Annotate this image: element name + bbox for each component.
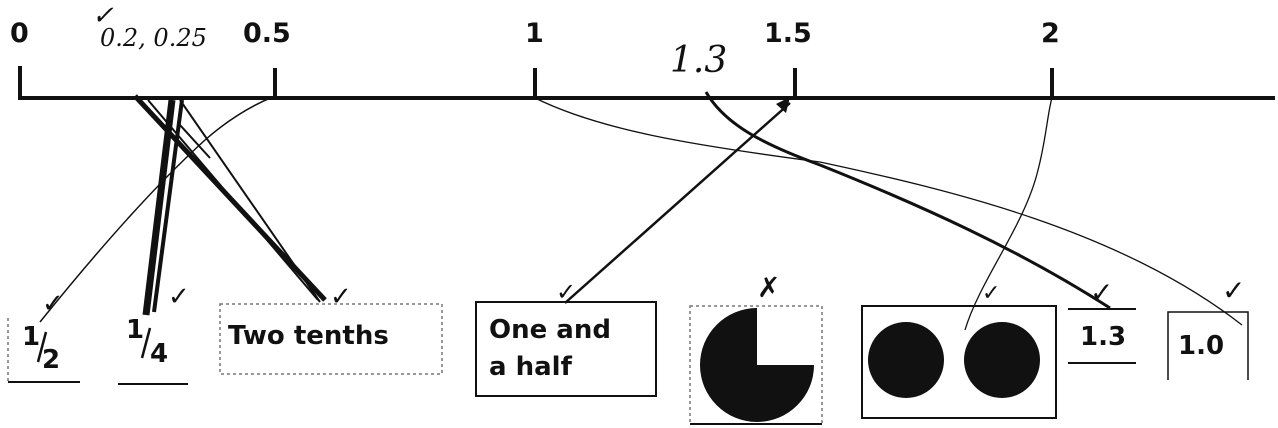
card-one-quarter: 1 4 — [118, 315, 188, 385]
circle-left — [868, 322, 944, 398]
tick-label-2: 2 — [1041, 18, 1060, 49]
card-decimal-1-3: 1.3 — [1068, 308, 1136, 364]
pie-three-quarters-shape — [700, 308, 814, 422]
handwritten-1-3: 1.3 — [670, 40, 727, 81]
card-border — [475, 301, 657, 397]
check-mark-one-half: ✓ — [556, 278, 576, 306]
card-decimal-1-0: 1.0 — [1167, 311, 1249, 380]
card-text-line-1: One and — [489, 315, 611, 345]
card-two-tenths: Two tenths — [219, 303, 443, 375]
card-text-1-0: 1.0 — [1178, 331, 1224, 361]
card-pie-three-quarters — [689, 305, 823, 425]
handwritten-check-top: ✓ — [92, 1, 114, 31]
card-border — [1167, 311, 1249, 380]
connector-quarter-a — [142, 99, 176, 316]
arrowhead-1-5 — [776, 97, 790, 113]
check-mark-half: ✓ — [42, 289, 64, 319]
check-mark-quarter: ✓ — [168, 282, 190, 312]
fraction-numerator: 1 — [126, 315, 144, 345]
connector-lines — [39, 91, 1243, 331]
fraction-slash — [36, 331, 48, 363]
connector-cross-mark — [179, 124, 211, 159]
connector-1-0 — [534, 97, 1243, 326]
handwritten-marks: ✓ ✓ ✓ ✓ ✗ ✓ ✓ ✓ — [42, 271, 1245, 319]
card-text-two-tenths: Two tenths — [228, 321, 389, 351]
connector-1-3 — [704, 91, 1111, 310]
card-one-and-a-half: One and a half — [475, 301, 657, 397]
check-mark-two-tenths: ✓ — [330, 282, 352, 312]
card-text-1-3: 1.3 — [1080, 322, 1126, 352]
check-mark-1-3: ✓ — [1090, 276, 1113, 309]
card-two-circles — [861, 305, 1057, 419]
card-border — [861, 305, 1057, 419]
handwritten-note-top: 0.2, 0.25 — [100, 24, 207, 52]
check-mark-circles: ✓ — [982, 281, 1000, 306]
connector-two-tenths-c — [147, 99, 319, 301]
tick-label-0: 0 — [10, 18, 29, 49]
fraction-denominator: 2 — [42, 345, 60, 375]
fraction-denominator: 4 — [150, 339, 168, 369]
circle-right — [964, 322, 1040, 398]
tick-label-1-5: 1.5 — [764, 18, 812, 49]
connector-two-tenths-b — [179, 99, 321, 303]
fraction-slash — [140, 327, 152, 359]
check-mark-1-0: ✓ — [1222, 274, 1245, 307]
card-text-line-2: a half — [489, 352, 573, 382]
connector-two-circles — [964, 97, 1053, 331]
cross-mark-pie: ✗ — [757, 271, 780, 304]
card-one-half: 1 2 — [7, 318, 80, 383]
card-border — [219, 303, 443, 375]
card-border — [689, 305, 823, 425]
number-line: 0 0.5 1 1.5 2 — [10, 18, 1275, 100]
tick-label-0-5: 0.5 — [243, 18, 291, 49]
fraction-numerator: 1 — [22, 322, 40, 352]
tick-label-1: 1 — [525, 18, 544, 49]
connector-half — [39, 95, 276, 323]
